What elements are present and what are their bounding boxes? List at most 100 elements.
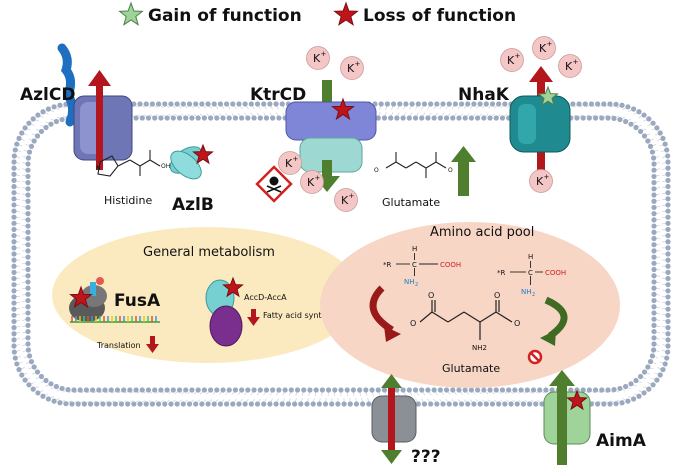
aa1-hydrogen: H bbox=[412, 245, 417, 253]
pool-background bbox=[320, 222, 620, 388]
aa1-bonds bbox=[396, 253, 438, 276]
glutamate-pool-label: Glutamate bbox=[442, 362, 500, 375]
potassium-ion: K+ bbox=[558, 54, 582, 78]
azlb-label: AzlB bbox=[172, 195, 214, 215]
histidine-structure bbox=[97, 150, 161, 177]
glutamate-top-o-right: O bbox=[448, 167, 453, 174]
glutamate-top-structure bbox=[385, 152, 447, 178]
pool-right-arrow-head bbox=[540, 330, 556, 346]
unknown-up-arrow-head bbox=[381, 374, 402, 388]
aa2-r-group: *R bbox=[497, 269, 506, 277]
ktrcd-bottom-arrow-shaft bbox=[322, 160, 332, 178]
fusa-loss-star-icon bbox=[69, 285, 93, 309]
aa1-cooh: COOH bbox=[440, 261, 461, 269]
aa2-carbon: C bbox=[528, 269, 533, 277]
fatty-acid-label: Fatty acid synthesis bbox=[263, 311, 342, 320]
acca-shape bbox=[209, 305, 243, 347]
legend: Gain of function Loss of function bbox=[118, 1, 516, 26]
pool-title: Amino acid pool bbox=[430, 225, 534, 240]
potassium-ion: K+ bbox=[500, 48, 524, 72]
accd-label: AccD-AccA bbox=[244, 293, 287, 302]
ktrcd-top-arrow-shaft bbox=[322, 80, 332, 110]
ktrcd-transporter: KtrCD bbox=[250, 80, 377, 192]
unknown-transporter: ??? bbox=[371, 374, 441, 465]
aa2-nh2: NH bbox=[521, 288, 532, 296]
azlb-protein: AzlB bbox=[169, 143, 214, 215]
glutamate-top-o-left: O bbox=[374, 167, 379, 174]
potassium-ion: K+ bbox=[529, 169, 553, 193]
ion-symbol: K bbox=[539, 42, 547, 55]
azlcd-up-arrow-shaft bbox=[96, 84, 103, 170]
unknown-label: ??? bbox=[411, 447, 441, 465]
potassium-ions: K+K+K+K+K+K+K+K+K+ bbox=[278, 36, 582, 212]
aima-up-arrow-head bbox=[549, 370, 575, 386]
pool-left-arrow-head bbox=[384, 326, 401, 342]
aa1-nh2-subscript: 2 bbox=[415, 282, 418, 288]
potassium-ion: K+ bbox=[278, 151, 302, 175]
trna-shape bbox=[90, 282, 96, 296]
ion-symbol: K bbox=[341, 194, 349, 207]
nhak-protein-highlight bbox=[518, 104, 536, 144]
ion-charge: + bbox=[573, 58, 579, 66]
azlcd-helix-shape bbox=[57, 43, 78, 127]
loss-star-icon bbox=[333, 1, 359, 26]
prohibited-icon bbox=[527, 349, 543, 365]
ion-symbol: K bbox=[536, 175, 544, 188]
legend-gain-label: Gain of function bbox=[148, 6, 302, 26]
aa1-carbon: C bbox=[412, 261, 417, 269]
unknown-down-arrow-head bbox=[381, 450, 402, 464]
aa2-hydrogen: H bbox=[528, 253, 533, 261]
ion-charge: + bbox=[547, 40, 553, 48]
azlcd-up-arrow-head bbox=[88, 70, 111, 86]
ion-charge: + bbox=[315, 174, 321, 182]
potassium-ion: K+ bbox=[300, 170, 324, 194]
histidine-oh: OH bbox=[161, 163, 170, 170]
ion-charge: + bbox=[515, 52, 521, 60]
aa2-nh2-subscript: 2 bbox=[532, 292, 535, 298]
glutamate-pool-nh2: NH2 bbox=[472, 344, 487, 352]
aima-arrow-shaft bbox=[557, 382, 567, 465]
ion-symbol: K bbox=[285, 157, 293, 170]
azlcd-transporter: AzlCD bbox=[20, 43, 133, 170]
pool-left-curved-arrow bbox=[369, 285, 394, 333]
mrna-strand bbox=[70, 316, 160, 323]
aima-label: AimA bbox=[596, 431, 647, 451]
general-metabolism-panel: General metabolism FusA Translation AccD… bbox=[52, 227, 362, 363]
accd-loss-star-icon bbox=[222, 276, 244, 298]
glutamate-up-arrow-icon bbox=[451, 146, 476, 196]
metabolism-title: General metabolism bbox=[143, 245, 275, 260]
ion-symbol: K bbox=[347, 62, 355, 75]
nhak-transporter: NhaK bbox=[458, 66, 571, 178]
ion-charge: + bbox=[544, 173, 550, 181]
aa2-cooh: COOH bbox=[545, 269, 566, 277]
cell-membrane bbox=[11, 101, 671, 407]
aima-transporter: AimA bbox=[543, 370, 647, 465]
ion-symbol: K bbox=[307, 176, 315, 189]
fusa-domain-shape bbox=[96, 277, 104, 285]
toxic-warning-icon bbox=[255, 165, 293, 203]
ion-symbol: K bbox=[507, 54, 515, 67]
potassium-ion: K+ bbox=[532, 36, 556, 60]
amino-acid-pool-panel: Amino acid pool *R H C COOH NH 2 *R H C … bbox=[320, 222, 620, 388]
histidine-hn: N bbox=[96, 165, 101, 172]
translation-down-arrow-icon bbox=[146, 336, 159, 353]
ion-charge: + bbox=[321, 50, 327, 58]
nhak-up-arrow-head bbox=[529, 66, 553, 82]
nhak-gain-star-icon bbox=[537, 85, 559, 107]
ion-charge: + bbox=[349, 192, 355, 200]
glutamate-pool-o4: O bbox=[514, 319, 520, 328]
aa1-r-group: *R bbox=[383, 261, 392, 269]
nhak-label: NhaK bbox=[458, 85, 510, 105]
glutamate-pool-o3: O bbox=[410, 319, 416, 328]
glutamate-top-label: Glutamate bbox=[382, 196, 440, 209]
aa2-bonds bbox=[510, 261, 543, 285]
ion-symbol: K bbox=[565, 60, 573, 73]
legend-loss-label: Loss of function bbox=[363, 6, 516, 26]
translation-label: Translation bbox=[96, 341, 141, 350]
potassium-ion: K+ bbox=[306, 46, 330, 70]
glutamate-pool-structure bbox=[419, 300, 513, 340]
ion-charge: + bbox=[293, 155, 299, 163]
ktrcd-label: KtrCD bbox=[250, 85, 306, 105]
